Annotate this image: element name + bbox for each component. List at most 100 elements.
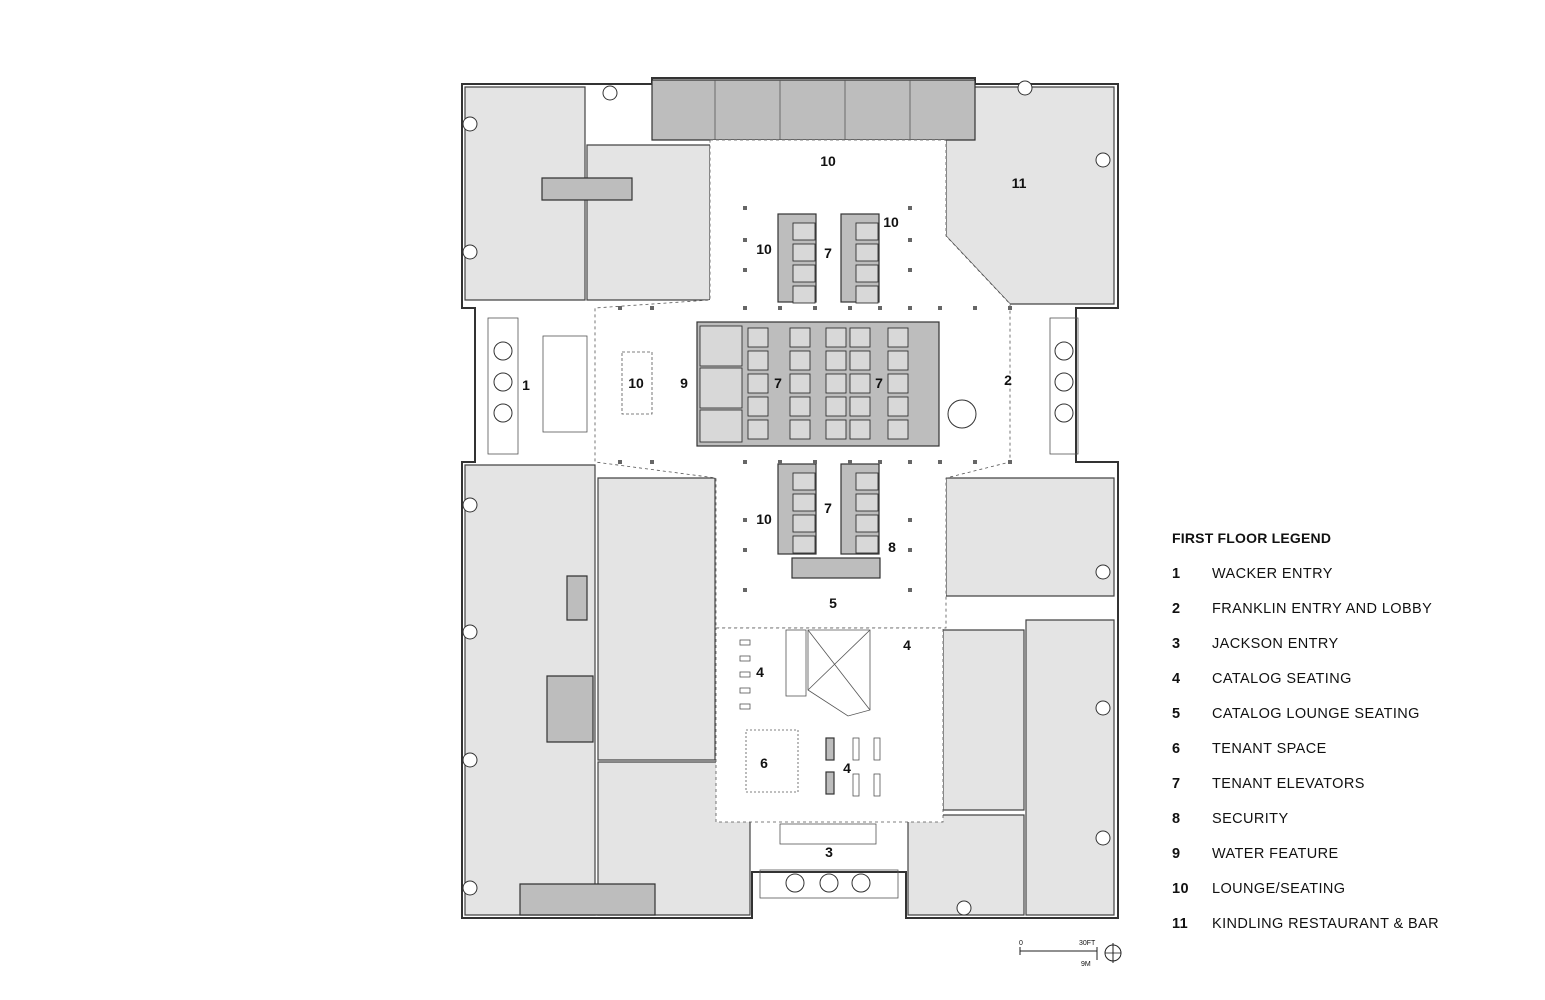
- elevator-car: [747, 327, 769, 348]
- legend-item-number: 9: [1172, 846, 1181, 862]
- north-service-bar: [651, 79, 976, 141]
- franklin-entry-doors: [947, 317, 1079, 455]
- column-marker: [908, 306, 912, 310]
- column-marker: [878, 306, 882, 310]
- label-catalog-lounge: 5: [829, 595, 837, 611]
- elevator-car: [849, 396, 871, 417]
- label-kindling-restaurant: 11: [1012, 175, 1027, 191]
- column-marker: [743, 588, 747, 592]
- elevator-car: [825, 419, 847, 440]
- elevator-car: [855, 285, 879, 304]
- elevator-car: [789, 327, 811, 348]
- column-marker: [908, 268, 912, 272]
- elevator-car: [855, 222, 879, 241]
- plan-labels: 1 2 3 4 4 4 5 6 7 7 7 7 8 9 10 10 10 10 …: [522, 153, 1027, 860]
- legend-item-label: JACKSON ENTRY: [1212, 636, 1339, 652]
- legend-item-number: 6: [1172, 741, 1181, 757]
- label-water-feature: 9: [680, 375, 688, 391]
- elevator-car: [855, 472, 879, 491]
- wacker-entry-doors: [487, 317, 653, 455]
- elevator-car: [789, 419, 811, 440]
- label-elevators-center-east: 7: [875, 375, 883, 391]
- legend-item-number: 8: [1172, 811, 1181, 827]
- column-marker: [908, 206, 912, 210]
- label-lounge-north: 10: [820, 153, 836, 169]
- elevator-car: [887, 373, 909, 394]
- column-marker: [908, 588, 912, 592]
- column-marker: [650, 306, 654, 310]
- label-catalog-seating-south: 4: [843, 760, 851, 776]
- elevator-car: [887, 419, 909, 440]
- legend-item-label: KINDLING RESTAURANT & BAR: [1212, 916, 1440, 932]
- elevator-car: [855, 493, 879, 512]
- column-marker: [848, 460, 852, 464]
- jackson-entry-doors: [759, 823, 899, 899]
- elevator-car: [849, 350, 871, 371]
- elevator-car: [855, 535, 879, 554]
- scale-feet: 30FT: [1079, 940, 1096, 947]
- column-marker: [973, 306, 977, 310]
- perimeter-doors: [462, 80, 1111, 916]
- column-marker: [908, 460, 912, 464]
- elevator-car: [792, 472, 816, 491]
- column-marker: [743, 206, 747, 210]
- elevator-car: [747, 419, 769, 440]
- column-marker: [938, 306, 942, 310]
- elevator-car: [825, 396, 847, 417]
- elevator-car: [747, 373, 769, 394]
- elevator-car: [825, 373, 847, 394]
- legend-item-label: TENANT ELEVATORS: [1212, 776, 1365, 792]
- north-arrow-icon: [1104, 943, 1122, 963]
- catalog-area-fixtures: [739, 629, 881, 797]
- label-catalog-seating-west: 4: [756, 664, 764, 680]
- column-marker: [743, 548, 747, 552]
- label-lounge-northeast: 10: [883, 214, 899, 230]
- elevator-cars: [747, 222, 909, 554]
- elevator-car: [849, 327, 871, 348]
- label-lounge-south: 10: [756, 511, 772, 527]
- label-elevators-north: 7: [824, 245, 832, 261]
- elevator-car: [855, 264, 879, 283]
- label-jackson-entry: 3: [825, 844, 833, 860]
- column-marker: [973, 460, 977, 464]
- elevator-car: [849, 419, 871, 440]
- column-marker: [743, 268, 747, 272]
- column-marker: [743, 460, 747, 464]
- column-marker: [878, 460, 882, 464]
- legend-item-label: FRANKLIN ENTRY AND LOBBY: [1212, 601, 1433, 617]
- column-marker: [618, 306, 622, 310]
- label-catalog-seating-east: 4: [903, 637, 911, 653]
- column-marker: [813, 460, 817, 464]
- elevator-car: [887, 350, 909, 371]
- column-marker: [618, 460, 622, 464]
- tenant-spaces: [464, 79, 1115, 916]
- elevator-car: [887, 327, 909, 348]
- column-marker: [908, 548, 912, 552]
- column-marker: [848, 306, 852, 310]
- column-marker: [1008, 460, 1012, 464]
- elevator-car: [792, 243, 816, 262]
- scale-bar-graphic: [1019, 947, 1098, 960]
- structural-columns: [618, 206, 1012, 592]
- legend-item-label: WACKER ENTRY: [1212, 566, 1333, 582]
- elevator-car: [747, 396, 769, 417]
- column-marker: [1008, 306, 1012, 310]
- legend-item-number: 10: [1172, 881, 1189, 897]
- column-marker: [650, 460, 654, 464]
- label-lounge-west: 10: [628, 375, 644, 391]
- label-franklin-entry: 2: [1004, 372, 1012, 388]
- column-marker: [778, 306, 782, 310]
- elevator-car: [849, 373, 871, 394]
